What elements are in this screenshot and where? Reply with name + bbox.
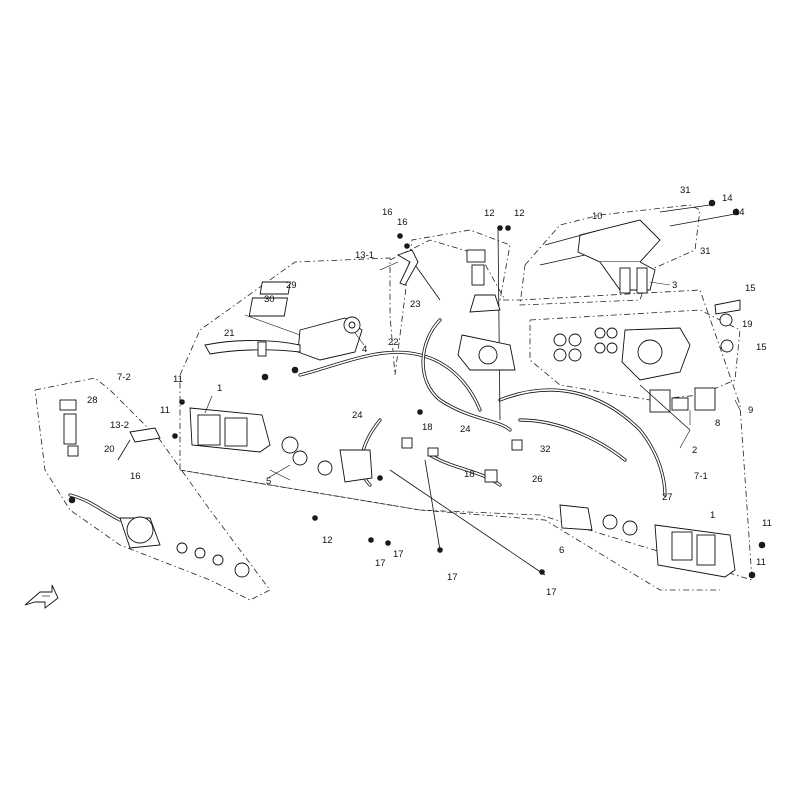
callout-27: 27 — [662, 492, 673, 503]
callout-15-top: 15 — [745, 283, 756, 294]
rear-master-cylinder — [59, 399, 250, 578]
callout-18-top: 18 — [422, 422, 433, 433]
callout-16-b: 16 — [397, 217, 408, 228]
callout-29: 29 — [286, 280, 297, 291]
callout-labels: 31 14 14 31 10 3 16 16 13-1 12 12 29 30 … — [87, 185, 772, 598]
callout-14-mid: 14 — [734, 207, 745, 218]
callout-3: 3 — [672, 280, 677, 291]
callout-23: 23 — [410, 299, 421, 310]
callout-12-b: 12 — [514, 208, 525, 219]
callout-7-2: 7-2 — [117, 372, 131, 383]
front-direction-arrow-icon — [24, 584, 59, 609]
callout-12-a: 12 — [484, 208, 495, 219]
right-front-caliper — [559, 504, 766, 579]
callout-16-left: 16 — [130, 471, 141, 482]
callout-7-1: 7-1 — [694, 471, 708, 482]
callout-13-2: 13-2 — [110, 420, 129, 431]
brake-pedal-assembly — [539, 199, 740, 294]
junction-blocks — [312, 409, 545, 575]
callout-8: 8 — [715, 418, 720, 429]
leader-lines — [204, 261, 741, 481]
callout-26: 26 — [532, 474, 543, 485]
callout-2: 2 — [692, 445, 697, 456]
callout-31-bottom: 31 — [700, 246, 711, 257]
assembly-outlines — [34, 204, 753, 601]
callout-31-top: 31 — [680, 185, 691, 196]
callout-17-a: 17 — [393, 549, 404, 560]
callout-14-top: 14 — [722, 193, 733, 204]
callout-5: 5 — [266, 476, 271, 487]
callout-11-right-bottom: 11 — [756, 557, 766, 568]
callout-17-b: 17 — [375, 558, 386, 569]
callout-4: 4 — [362, 344, 367, 355]
callout-17-d: 17 — [546, 587, 557, 598]
callout-24-a: 24 — [352, 410, 363, 421]
callout-18-bottom: 18 — [464, 469, 475, 480]
callout-21: 21 — [224, 328, 235, 339]
callout-11-left-top: 11 — [173, 374, 183, 385]
callout-1-left: 1 — [217, 383, 222, 394]
callout-30: 30 — [264, 294, 275, 305]
bracket-13-1 — [396, 233, 419, 286]
callout-19: 19 — [742, 319, 753, 330]
front-master-cylinder — [204, 281, 363, 381]
callout-13-1: 13-1 — [355, 250, 374, 261]
callout-22: 22 — [388, 337, 399, 348]
callout-32: 32 — [540, 444, 551, 455]
callout-17-c: 17 — [447, 572, 458, 583]
callout-15-bottom: 15 — [756, 342, 767, 353]
brake-lines — [68, 229, 667, 576]
callout-20: 20 — [104, 444, 115, 455]
callout-24-b: 24 — [460, 424, 471, 435]
callout-6: 6 — [559, 545, 564, 556]
left-front-caliper — [172, 399, 373, 483]
callout-28: 28 — [87, 395, 98, 406]
callout-10: 10 — [592, 211, 603, 222]
callout-12-bottom: 12 — [322, 535, 333, 546]
rear-reservoir — [457, 225, 516, 371]
callout-16-a: 16 — [382, 207, 393, 218]
rear-caliper-cluster — [553, 299, 741, 431]
callout-1-right: 1 — [710, 510, 715, 521]
callout-9: 9 — [748, 405, 753, 416]
callout-11-right-top: 11 — [762, 518, 772, 529]
callout-11-left-mid: 11 — [160, 405, 170, 416]
